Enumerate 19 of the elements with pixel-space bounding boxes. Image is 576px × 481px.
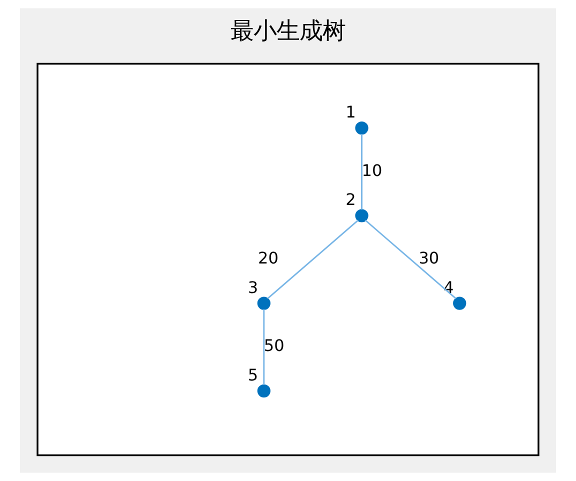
node-circle (355, 209, 368, 222)
cluster (36, 62, 540, 456)
edge-label: 10 (362, 160, 382, 180)
connector (267, 220, 359, 300)
node-circle (257, 296, 270, 310)
connector (364, 220, 456, 300)
connector (361, 134, 362, 210)
edge-label: 30 (418, 248, 440, 268)
node-circle (355, 121, 368, 135)
node-label: 2 (346, 190, 356, 210)
node-circle (257, 384, 270, 398)
connector (263, 309, 265, 385)
node-label: 5 (248, 365, 258, 384)
node-circle (453, 296, 466, 310)
edge-label: 50 (264, 336, 284, 356)
node-label: 3 (248, 278, 258, 297)
node-label: 1 (346, 102, 356, 122)
edge-label: 20 (258, 248, 278, 268)
diagram-title: 最小生成树 (230, 16, 346, 45)
